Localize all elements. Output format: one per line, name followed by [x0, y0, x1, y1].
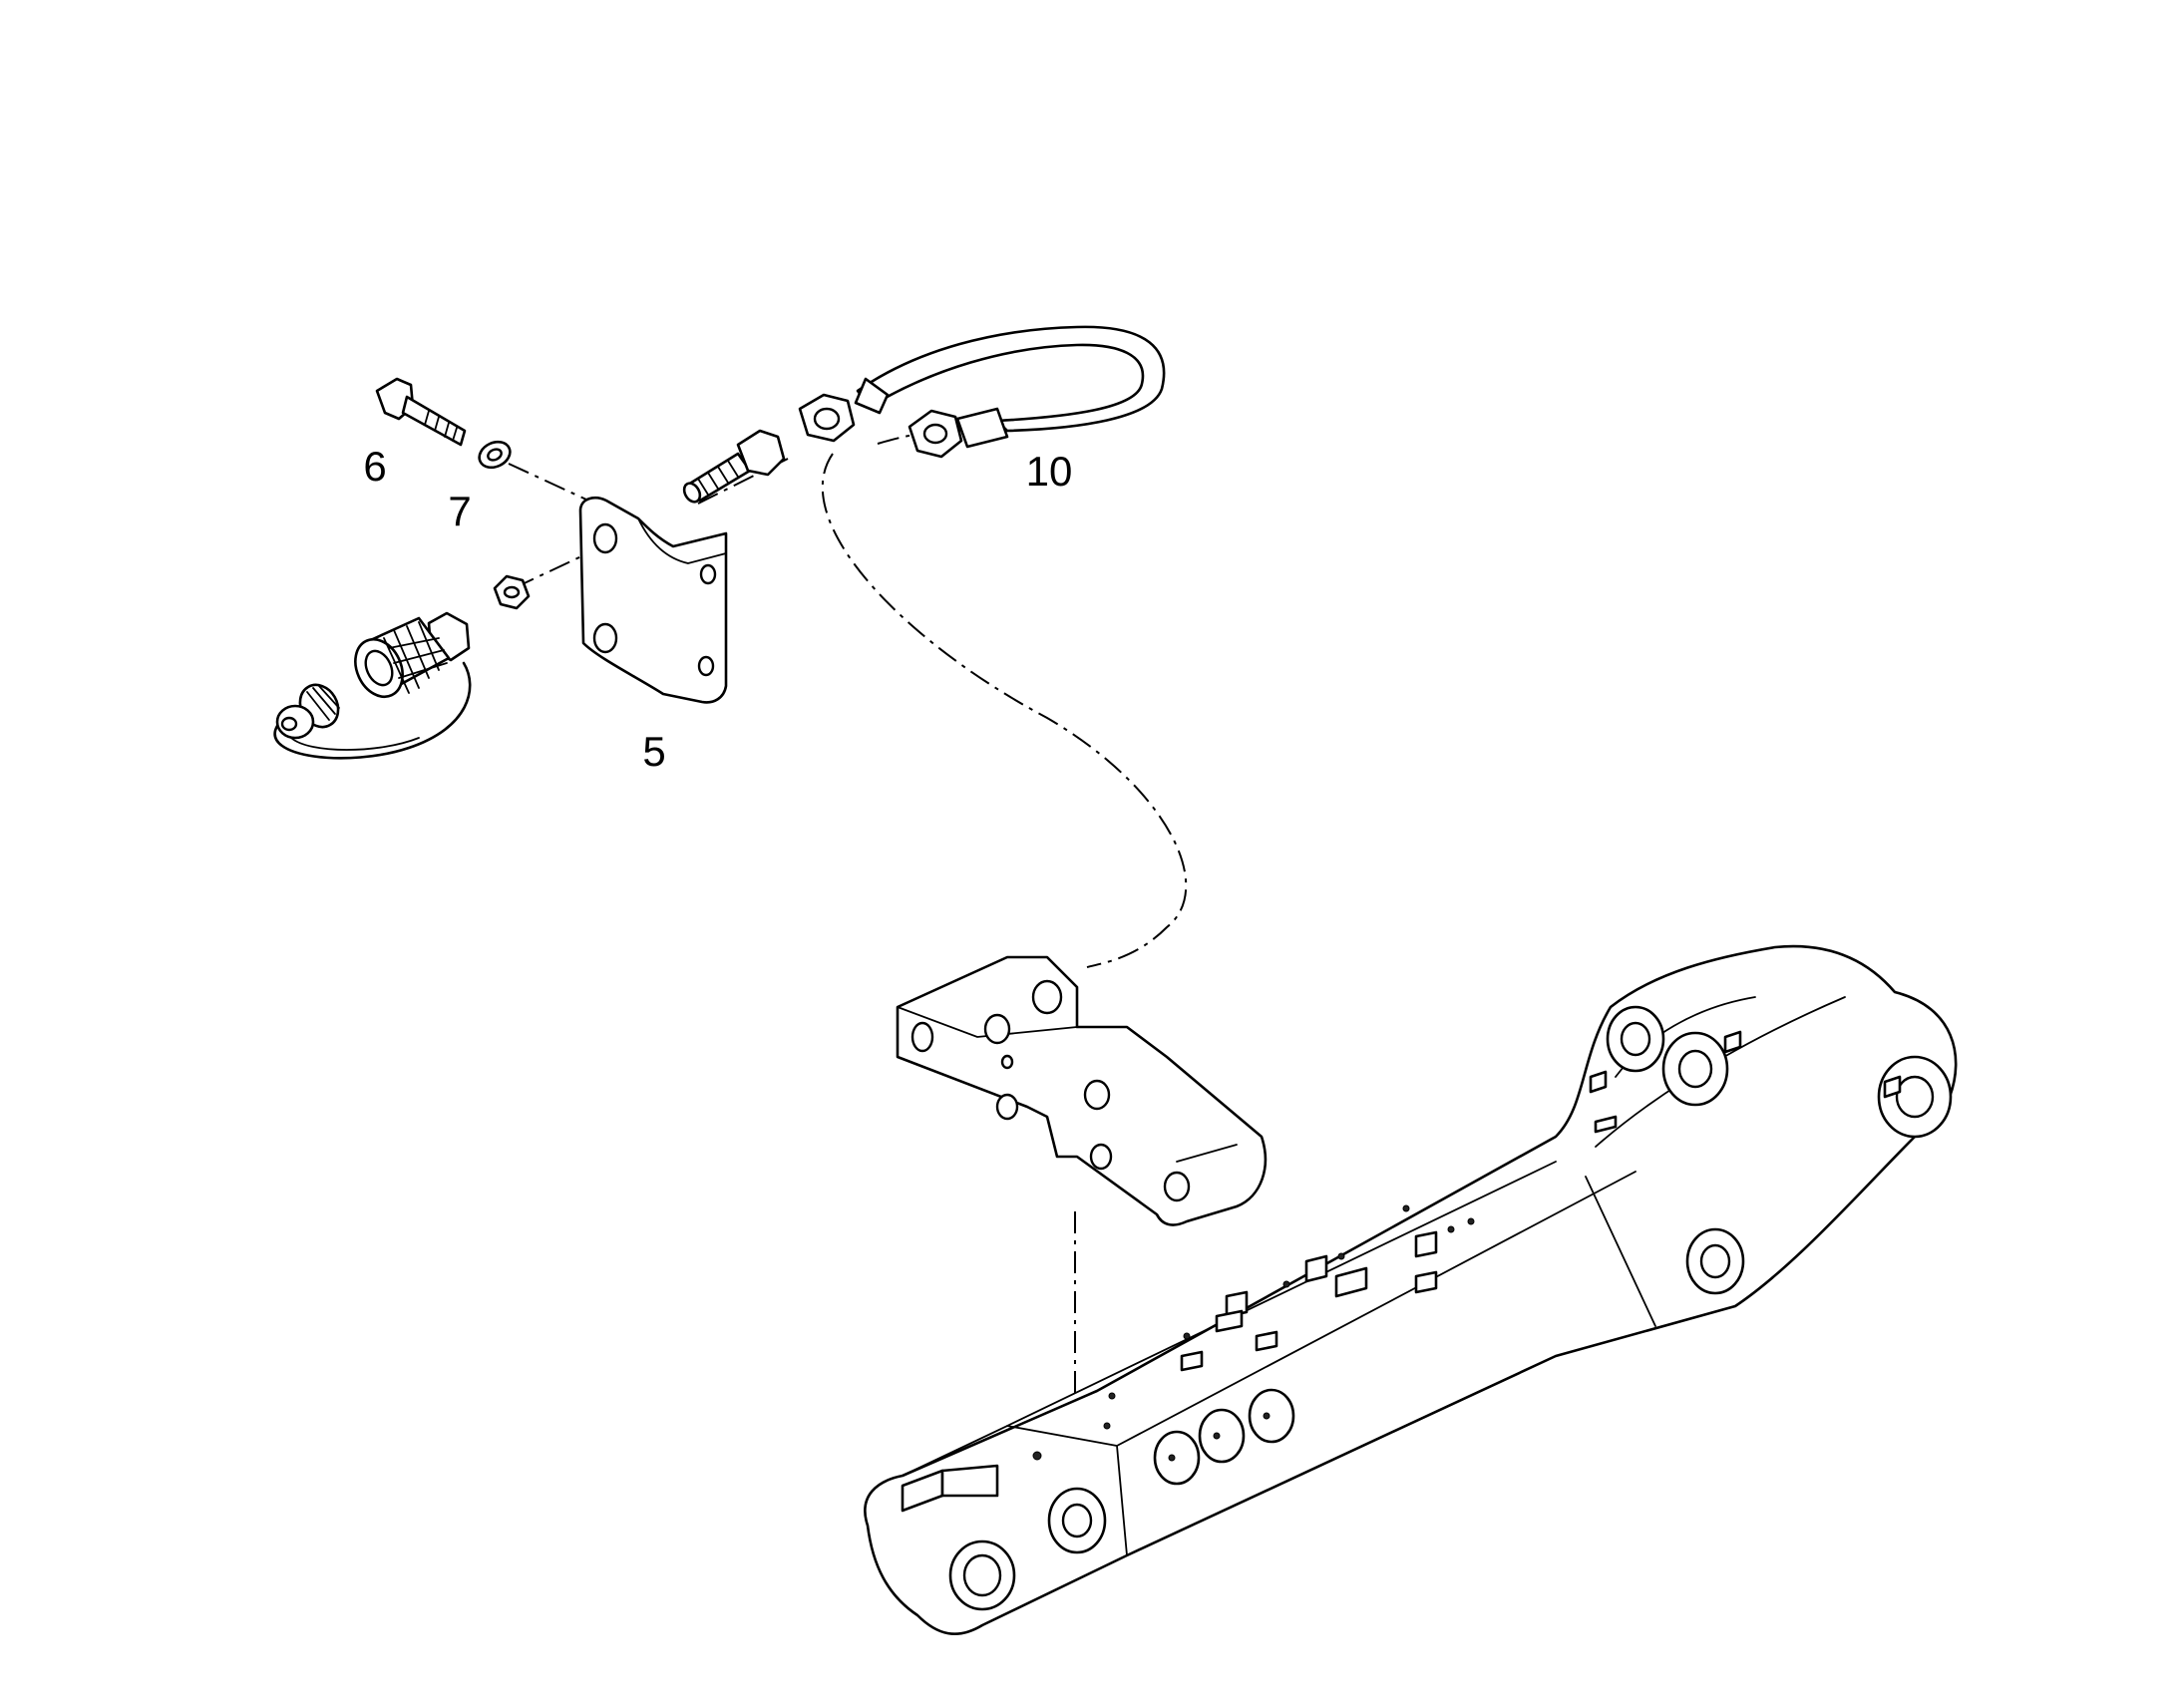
leader-lines — [508, 429, 1188, 1396]
boom-foot-bracket — [896, 955, 1268, 1226]
boom-arm — [864, 944, 1958, 1635]
hose-part-10 — [798, 325, 1166, 459]
callout-10: 10 — [1026, 448, 1073, 495]
callouts: 6 7 5 10 — [363, 443, 1072, 775]
bracket-part-5 — [578, 497, 728, 704]
bolt-part-6 — [375, 377, 467, 447]
callout-5: 5 — [642, 728, 665, 775]
hex-nut — [493, 574, 531, 610]
threaded-fitting — [682, 429, 786, 504]
quick-coupler — [273, 611, 472, 760]
callout-6: 6 — [363, 443, 386, 490]
callout-7: 7 — [448, 488, 471, 534]
washer-part-7 — [478, 440, 512, 470]
